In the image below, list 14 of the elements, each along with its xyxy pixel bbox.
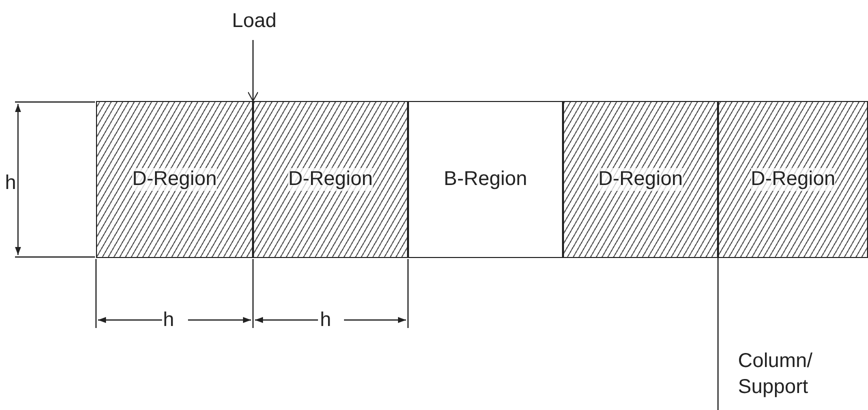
hatched-region [253,101,408,258]
hatched-region [96,101,253,258]
hatched-region [563,101,718,258]
region-label: D-Region [132,168,217,191]
region-label: D-Region [598,168,683,191]
region-label: B-Region [444,168,528,191]
dimension-label: h [163,308,174,333]
region-label: D-Region [750,168,836,191]
load-label: Load [232,9,276,34]
dimension-label: h [320,308,332,333]
hatched-region [718,101,868,258]
column-label: Column/ Support [738,349,814,400]
dimension-label: h [5,171,16,196]
region-label: D-Region [288,168,373,191]
